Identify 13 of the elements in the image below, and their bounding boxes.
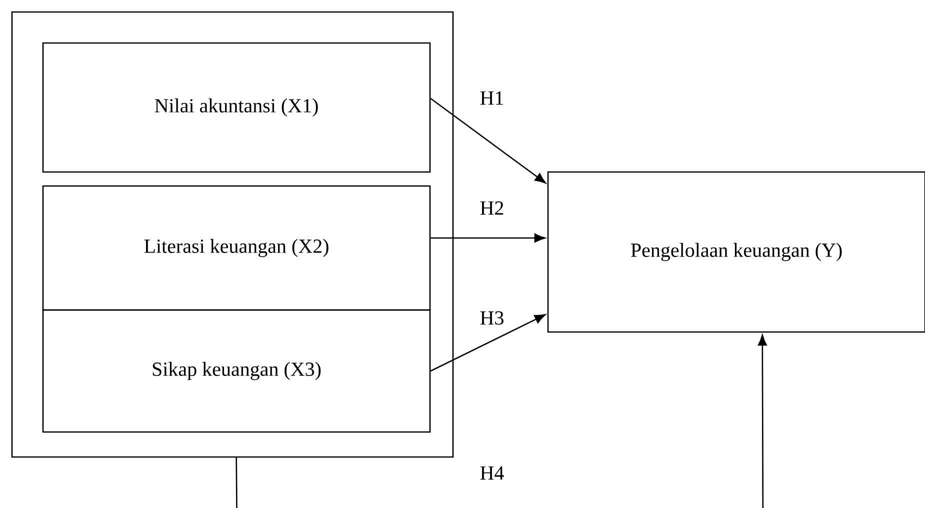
arrow (430, 314, 546, 372)
variable-box: Sikap keuangan (X3) (42, 309, 431, 433)
variable-box: Literasi keuangan (X2) (42, 185, 431, 311)
variable-box: Nilai akuntansi (X1) (42, 42, 431, 173)
arrow (430, 98, 546, 184)
variable-box: Pengelolaan keuangan (Y) (547, 171, 925, 333)
group-box (11, 11, 454, 458)
edge-label: H3 (480, 311, 504, 325)
edge-label: H4 (480, 466, 504, 480)
edge-label: H2 (480, 201, 504, 215)
edge-label: H1 (480, 91, 504, 105)
arrow (430, 234, 546, 243)
arrow (236, 334, 767, 508)
